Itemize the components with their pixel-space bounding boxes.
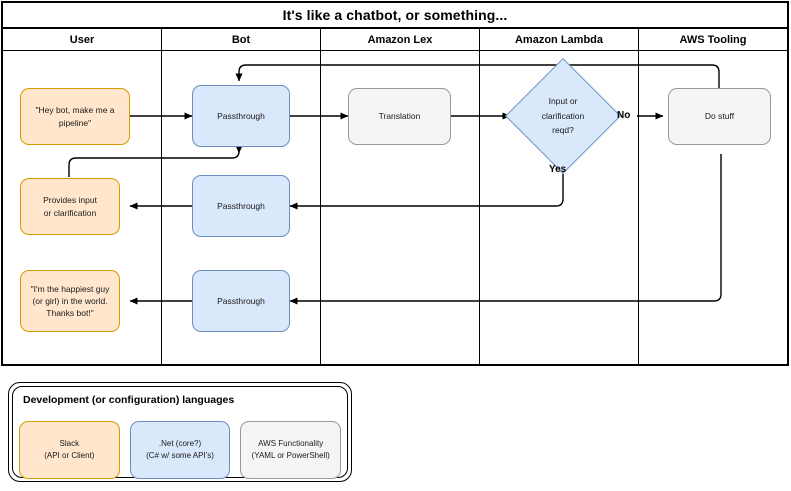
- node-user-thanks[interactable]: "I'm the happiest guy (or girl) in the w…: [20, 270, 120, 332]
- user-provides-line-1: Provides input: [43, 195, 97, 206]
- legend-aws-line-2: (YAML or PowerShell): [251, 451, 330, 460]
- lane-header-lex: Amazon Lex: [321, 29, 480, 50]
- legend-items: Slack (API or Client) .Net (core?) (C# w…: [19, 421, 342, 479]
- node-aws-do-stuff[interactable]: Do stuff: [668, 88, 771, 145]
- lane-column-user: [3, 51, 162, 364]
- node-bot-passthrough-1[interactable]: Passthrough: [192, 85, 290, 147]
- user-thanks-line-3: Thanks bot!": [46, 308, 94, 319]
- legend-item-aws[interactable]: AWS Functionality (YAML or PowerShell): [240, 421, 342, 479]
- node-user-provides-input[interactable]: Provides input or clarification: [20, 178, 120, 235]
- edge-label-yes: Yes: [549, 164, 567, 175]
- node-lambda-decision[interactable]: Input or clarification reqd?: [505, 58, 621, 174]
- lane-header-bot: Bot: [162, 29, 321, 50]
- lane-header-row: User Bot Amazon Lex Amazon Lambda AWS To…: [3, 29, 787, 51]
- legend-item-dotnet[interactable]: .Net (core?) (C# w/ some API's): [129, 421, 231, 479]
- legend-dotnet-line-2: (C# w/ some API's): [146, 451, 214, 460]
- node-bot-passthrough-2[interactable]: Passthrough: [192, 175, 290, 237]
- legend-slack-line-1: Slack: [59, 439, 80, 448]
- node-lex-translation[interactable]: Translation: [348, 88, 451, 145]
- decision-line-2: clarification: [541, 110, 585, 121]
- lane-header-aws: AWS Tooling: [679, 33, 747, 46]
- legend-item-slack[interactable]: Slack (API or Client): [19, 421, 120, 479]
- diagram-title-bar: It's like a chatbot, or something...: [3, 3, 787, 29]
- legend-aws-line-1: AWS Functionality: [258, 439, 324, 448]
- decision-line-3: reqd?: [552, 125, 574, 136]
- page-title: It's like a chatbot, or something...: [282, 7, 508, 23]
- legend-title: Development (or configuration) languages: [23, 394, 235, 406]
- lane-header-lambda: Amazon Lambda: [480, 29, 639, 50]
- decision-line-1: Input or: [548, 96, 578, 107]
- node-bot-passthrough-3[interactable]: Passthrough: [192, 270, 290, 332]
- legend-panel: Development (or configuration) languages…: [8, 382, 352, 482]
- user-provides-line-2: or clarification: [43, 207, 97, 218]
- legend-slack-line-2: (API or Client): [44, 451, 95, 460]
- edge-label-no: No: [617, 110, 631, 121]
- node-user-request[interactable]: "Hey bot, make me a pipeline": [20, 88, 130, 145]
- lane-header-user: User: [3, 29, 162, 50]
- decision-label: Input or clarification reqd?: [522, 75, 604, 157]
- user-thanks-line-1: "I'm the happiest guy: [30, 283, 110, 294]
- legend-dotnet-line-1: .Net (core?): [158, 439, 202, 448]
- user-thanks-line-2: (or girl) in the world.: [32, 295, 108, 306]
